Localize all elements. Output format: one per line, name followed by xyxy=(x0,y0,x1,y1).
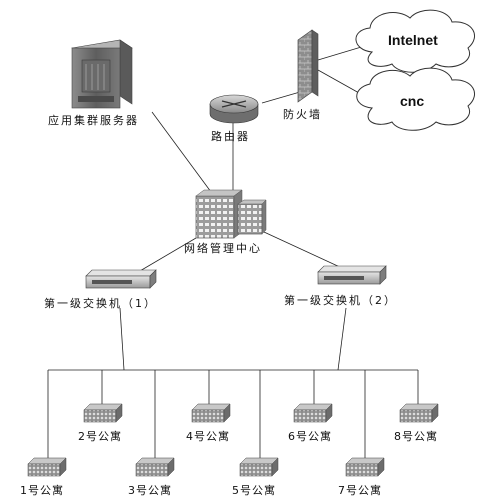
apartment-label-4: 4号公寓 xyxy=(186,430,230,443)
link-center-switch2 xyxy=(263,231,343,269)
switch-1-icon xyxy=(85,269,157,289)
hub-icon-8 xyxy=(399,403,439,423)
cnc-cloud-label: cnc xyxy=(400,93,425,109)
switch-1-label: 第一级交换机（1） xyxy=(44,297,157,310)
hub-icon-7 xyxy=(345,457,385,477)
apartment-label-1: 1号公寓 xyxy=(20,484,64,497)
cloud-internet xyxy=(355,9,475,73)
link-switch1-bus xyxy=(119,307,125,371)
apartment-label-7: 7号公寓 xyxy=(338,484,382,497)
apartment-label-2: 2号公寓 xyxy=(78,430,122,443)
link-router-firewall xyxy=(261,91,301,104)
server-icon xyxy=(71,39,133,109)
apartment-label-3: 3号公寓 xyxy=(128,484,172,497)
apartment-label-8: 8号公寓 xyxy=(394,430,438,443)
cloud-cnc xyxy=(356,67,475,131)
router-icon xyxy=(209,94,259,124)
hub-icon-4 xyxy=(191,403,231,423)
link-server-center xyxy=(151,111,215,197)
firewall-label: 防火墙 xyxy=(283,108,322,121)
hub-icon-3 xyxy=(135,457,175,477)
building-icon xyxy=(195,189,267,239)
router-label: 路由器 xyxy=(211,130,250,143)
apartment-label-5: 5号公寓 xyxy=(232,484,276,497)
links xyxy=(47,44,419,462)
link-switch2-bus xyxy=(337,307,347,371)
internet-cloud-label: Intelnet xyxy=(388,32,438,48)
hub-icon-6 xyxy=(293,403,333,423)
nms-center-label: 网络管理中心 xyxy=(184,242,262,255)
switch-2-icon xyxy=(317,265,387,285)
apartment-label-6: 6号公寓 xyxy=(288,430,332,443)
switch-2-label: 第一级交换机（2） xyxy=(284,294,397,307)
app-server-label: 应用集群服务器 xyxy=(48,114,139,127)
hub-icon-2 xyxy=(83,403,123,423)
hub-icon-1 xyxy=(27,457,67,477)
hub-icon-5 xyxy=(239,457,279,477)
firewall-icon xyxy=(297,29,319,103)
apartment-hubs xyxy=(27,403,439,477)
